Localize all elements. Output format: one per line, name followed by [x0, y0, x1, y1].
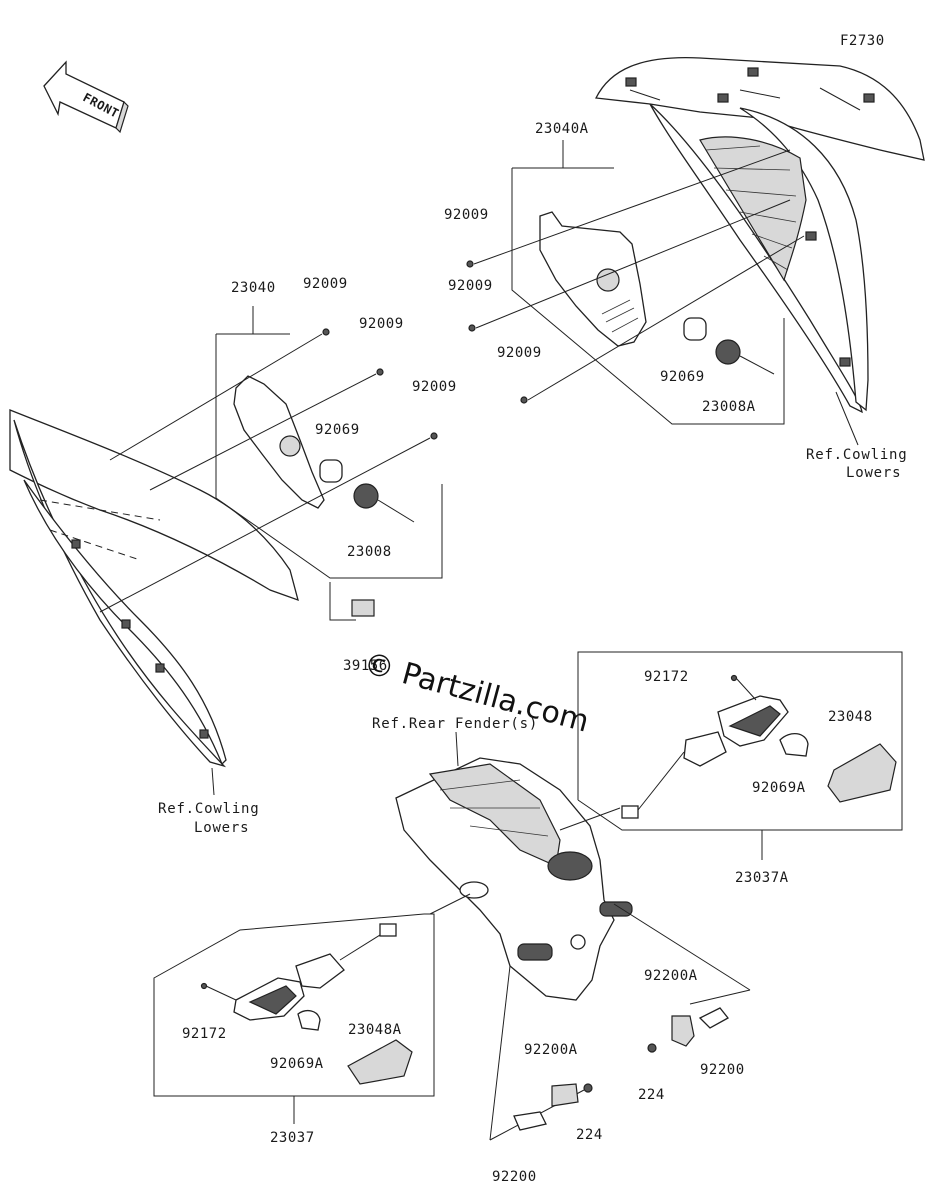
label-23008A: 23008A	[702, 399, 756, 415]
left-cowling-panel	[9, 409, 299, 768]
label-23037: 23037	[270, 1130, 315, 1146]
label-92009-b: 92009	[448, 278, 493, 294]
label-92172-left: 92172	[182, 1026, 227, 1042]
label-23048A: 23048A	[348, 1022, 402, 1038]
label-224-right: 224	[638, 1087, 665, 1103]
ref-cowling-lowers-left-line1: Ref.Cowling	[158, 801, 260, 817]
front-right-signal-group	[466, 140, 805, 425]
label-23048: 23048	[828, 709, 873, 725]
label-92009-d: 92009	[303, 276, 348, 292]
label-92200A-right: 92200A	[644, 968, 698, 984]
label-39156: 39156	[343, 658, 388, 674]
ref-cowling-lowers-right-line1: Ref.Cowling	[806, 447, 908, 463]
ref-cowling-lowers-right-line2: Lowers	[846, 465, 901, 481]
label-224-left: 224	[576, 1127, 603, 1143]
label-92009-a: 92009	[444, 207, 489, 223]
ref-rear-fender: Ref.Rear Fender(s)	[372, 716, 538, 732]
label-92172-right: 92172	[644, 669, 689, 685]
front-arrow-icon: FRONT	[43, 60, 129, 134]
rear-left-signal-group	[153, 913, 435, 1124]
front-left-signal-group	[99, 306, 443, 621]
label-92069-right: 92069	[660, 369, 705, 385]
label-92009-c: 92009	[497, 345, 542, 361]
figure-code: F2730	[840, 33, 885, 49]
label-92200-left: 92200	[492, 1169, 537, 1185]
label-23040: 23040	[231, 280, 276, 296]
label-23008: 23008	[347, 544, 392, 560]
rear-right-signal-group	[577, 651, 903, 860]
label-23037A: 23037A	[735, 870, 789, 886]
ref-cowling-lowers-left-line2: Lowers	[194, 820, 249, 836]
label-92009-f: 92009	[412, 379, 457, 395]
rear-fender	[395, 757, 633, 1001]
label-92069A-left: 92069A	[270, 1056, 324, 1072]
label-92009-e: 92009	[359, 316, 404, 332]
label-23040A: 23040A	[535, 121, 589, 137]
right-cowling-panel	[595, 56, 925, 414]
label-92069A-right: 92069A	[752, 780, 806, 796]
label-92200-right: 92200	[700, 1062, 745, 1078]
label-92200A-left: 92200A	[524, 1042, 578, 1058]
label-92069-left: 92069	[315, 422, 360, 438]
rear-bracket-hardware	[489, 903, 751, 1141]
